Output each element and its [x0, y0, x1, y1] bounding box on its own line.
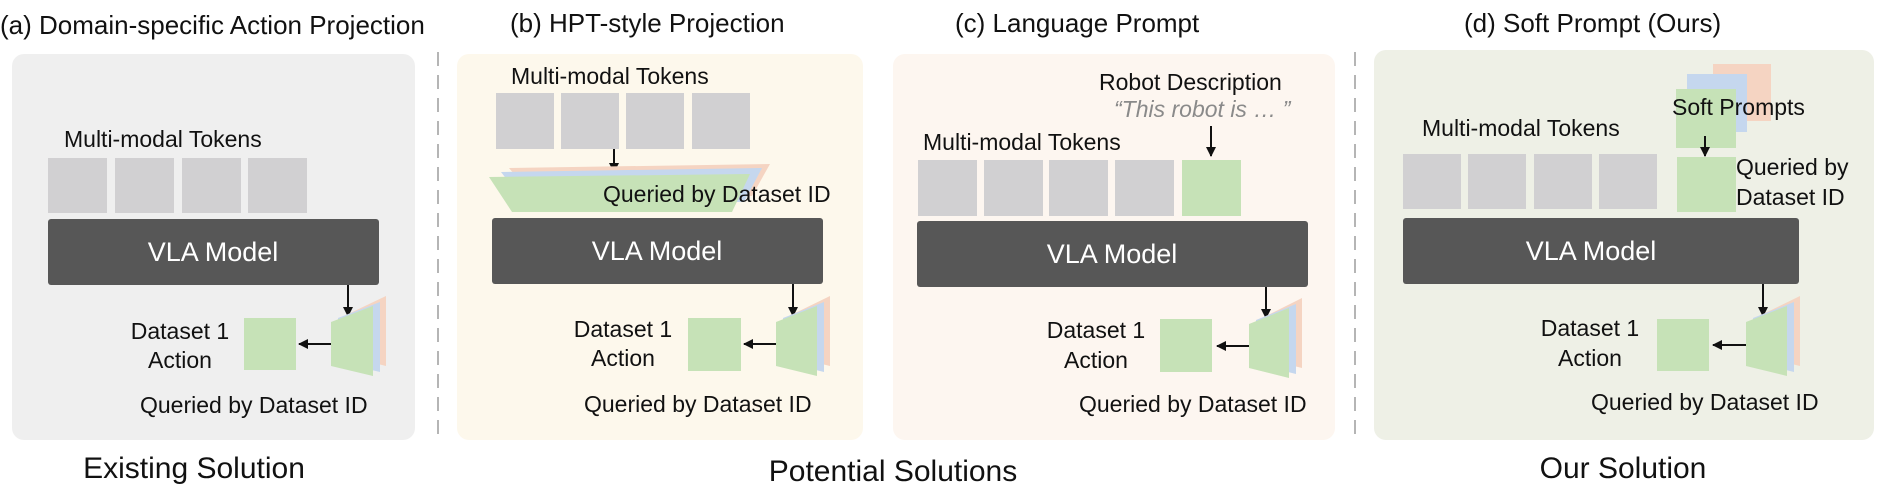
panel-d-vla-model — [1403, 218, 1799, 284]
token — [1403, 154, 1461, 209]
token — [1115, 160, 1174, 216]
panel-d-queried-label: Queried by Dataset ID — [1591, 389, 1819, 415]
panel-c-vla-label: VLA Model — [1047, 239, 1178, 269]
token — [1468, 154, 1526, 209]
panel-d-soft-prompt-stack — [1676, 64, 1771, 148]
token — [984, 160, 1043, 216]
panel-a-title: (a) Domain-specific Action Projection — [0, 10, 425, 40]
token — [182, 158, 241, 213]
footer-our-solution: Our Solution — [1540, 452, 1707, 485]
panel-a-projection-stack — [331, 296, 386, 376]
panel-a-tokens — [48, 158, 307, 213]
panel-c-tokens — [918, 160, 1241, 216]
panel-d-tokens — [1403, 154, 1736, 212]
token — [1534, 154, 1592, 209]
panel-c-vla-model — [917, 221, 1308, 287]
panel-b-projection-stack — [489, 164, 770, 212]
panel-b-action-line2: Action — [591, 345, 655, 371]
panel-b-tokens — [496, 93, 750, 149]
token — [692, 93, 750, 149]
panel-a-action-line2: Action — [148, 347, 212, 373]
token — [561, 93, 619, 149]
panel-d-tokens-label: Multi-modal Tokens — [1422, 115, 1620, 141]
panel-d-action-projection-stack — [1746, 296, 1800, 376]
panel-a-vla-model — [48, 219, 379, 285]
panel-a-vla-label: VLA Model — [148, 237, 279, 267]
panel-c-action-line2: Action — [1064, 347, 1128, 373]
panel-d-queried-line1: Queried by — [1736, 154, 1849, 180]
token — [1599, 154, 1657, 209]
panel-d-action-line1: Dataset 1 — [1541, 315, 1639, 341]
panel-b-action-box — [688, 318, 741, 371]
token — [115, 158, 174, 213]
panel-c-action-line1: Dataset 1 — [1047, 317, 1145, 343]
panel-c-robot-desc-label: Robot Description — [1099, 69, 1282, 95]
panel-d-action-box — [1657, 319, 1709, 371]
panel-d-soft-prompts-label: Soft Prompts — [1672, 94, 1805, 120]
panel-c-action-box — [1160, 319, 1212, 372]
panel-a-queried-label: Queried by Dataset ID — [140, 392, 368, 418]
panel-a-action-line1: Dataset 1 — [131, 318, 229, 344]
token — [48, 158, 107, 213]
panel-c-queried-label: Queried by Dataset ID — [1079, 391, 1307, 417]
token — [918, 160, 977, 216]
token — [1049, 160, 1108, 216]
soft-prompt-token — [1677, 157, 1736, 212]
token — [496, 93, 554, 149]
panel-b-action-projection-stack — [776, 296, 830, 376]
panel-d-vla-label: VLA Model — [1526, 236, 1657, 266]
panel-b-action-line1: Dataset 1 — [574, 316, 672, 342]
panel-d-queried-line2: Dataset ID — [1736, 184, 1845, 210]
token — [248, 158, 307, 213]
panel-a-action-box — [244, 318, 296, 370]
panel-d-title: (d) Soft Prompt (Ours) — [1464, 8, 1721, 38]
panel-b-tokens-label: Multi-modal Tokens — [511, 63, 709, 89]
token — [626, 93, 684, 149]
panel-c-title: (c) Language Prompt — [955, 8, 1200, 38]
panel-b-vla-model — [492, 218, 823, 284]
prompt-token — [1182, 160, 1241, 216]
panel-b-vla-label: VLA Model — [592, 236, 723, 266]
panel-b-title: (b) HPT-style Projection — [510, 8, 785, 38]
panel-b-queried-label: Queried by Dataset ID — [584, 391, 812, 417]
panel-c-action-projection-stack — [1249, 298, 1302, 378]
panel-b-proj-label: Queried by Dataset ID — [603, 181, 831, 207]
panel-a-tokens-label: Multi-modal Tokens — [64, 126, 262, 152]
footer-existing-solution: Existing Solution — [83, 452, 305, 485]
footer-potential-solutions: Potential Solutions — [769, 455, 1018, 488]
panel-d-action-line2: Action — [1558, 345, 1622, 371]
panel-c-tokens-label: Multi-modal Tokens — [923, 129, 1121, 155]
panel-c-robot-desc-quote: “This robot is … ” — [1114, 96, 1292, 122]
